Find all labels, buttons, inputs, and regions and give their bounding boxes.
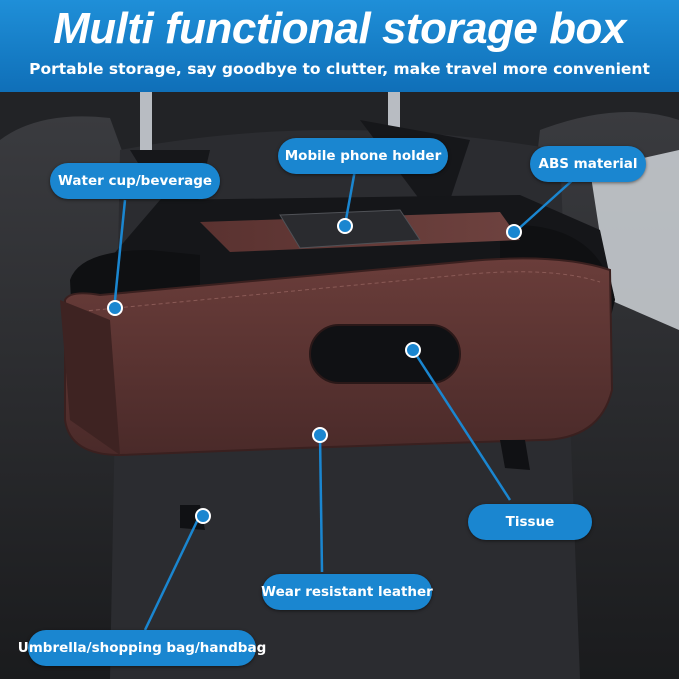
callout-water-cup: Water cup/beverage: [50, 163, 220, 199]
callout-phone-holder: Mobile phone holder: [278, 138, 448, 174]
callout-tissue: Tissue: [468, 504, 592, 540]
header-banner: [0, 0, 679, 92]
page-title: Multi functional storage box: [53, 4, 626, 53]
hooks-marker: [195, 508, 211, 524]
tissue-slot: [309, 324, 461, 384]
callout-hooks: Umbrella/shopping bag/handbag: [18, 630, 266, 666]
water-cup-marker: [107, 300, 123, 316]
phone-holder-marker: [337, 218, 353, 234]
leather-marker: [312, 427, 328, 443]
callout-leather: Wear resistant leather: [261, 574, 433, 610]
abs-marker: [506, 224, 522, 240]
page-subtitle: Portable storage, say goodbye to clutter…: [29, 60, 650, 78]
callout-abs-material: ABS material: [530, 146, 646, 182]
hook-right: [500, 440, 530, 470]
left-post: [140, 92, 152, 162]
tissue-marker: [405, 342, 421, 358]
window: [590, 150, 679, 330]
